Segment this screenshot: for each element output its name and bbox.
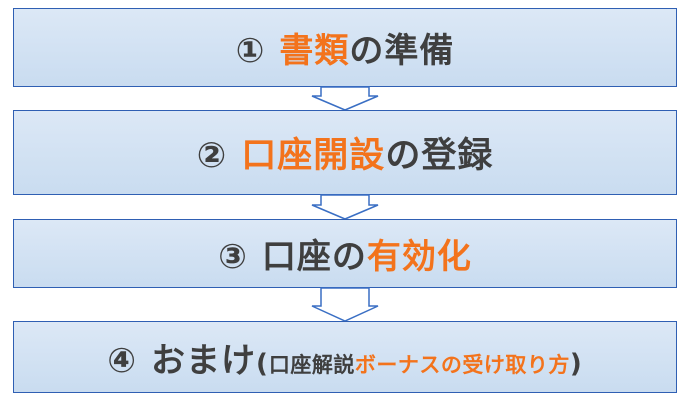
step-2-box: ② 口座開設の登録 xyxy=(13,110,677,195)
step-3-text: ③ 口座の有効化 xyxy=(218,229,472,278)
step-4-note-highlight: ボーナスの受け取り方 xyxy=(354,352,570,377)
down-arrow-icon xyxy=(311,86,379,111)
step-4-text: ④ おまけ(口座解説ボーナスの受け取り方) xyxy=(107,333,583,382)
step-2-rest: の登録 xyxy=(385,136,494,176)
step-4-main: おまけ xyxy=(151,340,256,381)
step-4-number: ④ xyxy=(107,340,137,381)
step-1-number: ① xyxy=(235,31,266,71)
step-4-paren-open: ( xyxy=(256,348,269,379)
down-arrow-icon xyxy=(311,287,379,322)
down-arrow-icon xyxy=(311,194,379,220)
step-1-highlight: 書類 xyxy=(279,31,350,71)
step-3-highlight: 有効化 xyxy=(366,237,472,277)
step-3-box: ③ 口座の有効化 xyxy=(13,219,677,288)
step-2-highlight: 口座開設 xyxy=(241,136,386,176)
step-3-rest: 口座の xyxy=(261,237,367,277)
step-2-number: ② xyxy=(196,136,228,176)
step-4-note-dark: 口座解説 xyxy=(268,352,355,377)
step-3-number: ③ xyxy=(218,237,248,277)
step-1-rest: の準備 xyxy=(349,31,455,71)
step-4-box: ④ おまけ(口座解説ボーナスの受け取り方) xyxy=(13,321,677,393)
step-1-text: ① 書類の準備 xyxy=(236,23,455,72)
step-1-box: ① 書類の準備 xyxy=(13,8,677,87)
step-4-paren-close: ) xyxy=(569,348,583,379)
step-2-text: ② 口座開設の登録 xyxy=(197,127,494,178)
